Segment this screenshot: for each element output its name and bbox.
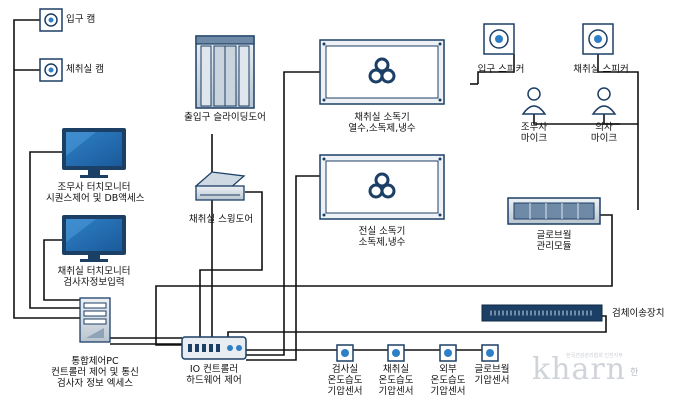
watermark-caption: 한국건강관리협회 인천지부	[566, 353, 623, 359]
sensor-inspection-label-line1: 검사실	[331, 364, 359, 375]
glovewall-module-label-line2: 관리모듈	[536, 241, 572, 252]
front-sterilizer	[319, 154, 445, 220]
io-controller-label-line2: 하드웨어 제어	[186, 375, 242, 386]
sliding-door	[195, 35, 255, 109]
biohazard-icon	[368, 172, 396, 199]
sensor-collection-label-line2: 온도습도	[378, 375, 414, 386]
glovewall-module	[507, 197, 601, 225]
assistant-mic-icon	[521, 87, 547, 115]
assistant-mic-label-line2: 마이크	[520, 133, 548, 144]
collection-speaker	[582, 23, 614, 55]
doctor-mic-label: 의사 마이크	[582, 122, 626, 144]
entrance-speaker-label: 입구 스피커	[477, 64, 525, 75]
sensor-external-label-line1: 외부	[439, 364, 457, 375]
sensor-collection-label-line3: 기압센서	[378, 386, 414, 397]
sensor-external-label-line2: 온도습도	[430, 375, 466, 386]
sliding-door-label: 출입구 슬라이딩도어	[184, 112, 266, 123]
collection-cam	[39, 58, 63, 82]
io-controller-label-line1: IO 컨트롤러	[189, 364, 239, 375]
glovewall-module-label-line1: 글로브월	[536, 230, 572, 241]
collection-monitor	[62, 215, 126, 262]
sensor-external	[439, 344, 457, 362]
sensor-glovewall-label-line1: 글로브월	[474, 364, 510, 375]
collection-sterilizer-label-line1: 채취실 소독기	[354, 112, 410, 123]
main-pc-tower	[79, 297, 111, 343]
doctor-mic-label-line1: 의사	[595, 122, 613, 133]
sensor-glovewall-label-line2: 기압센서	[474, 375, 510, 386]
front-sterilizer-label-line2: 소독제,냉수	[358, 237, 406, 248]
sensor-inspection-label-line3: 기압센서	[327, 386, 363, 397]
collection-monitor-label-line1: 채취실 터치모니터	[57, 266, 131, 277]
biohazard-icon	[368, 57, 396, 84]
entrance-cam	[39, 8, 63, 32]
sensor-external-label: 외부 온도습도 기압센서	[422, 364, 474, 397]
main-pc-label-line1: 통합제어PC	[71, 356, 119, 367]
sensor-collection-label: 채취실 온도습도 기압센서	[370, 364, 422, 397]
reception-monitor-label-line1: 조무사 터치모니터	[57, 182, 131, 193]
sensor-inspection	[336, 344, 354, 362]
main-pc-label: 통합제어PC 컨트롤러 제어 및 통신 검사자 정보 엑세스	[28, 356, 162, 389]
assistant-mic-label: 조무사 마이크	[512, 122, 556, 144]
watermark-logo-suffix: 한	[630, 367, 640, 378]
assistant-mic-label-line1: 조무사	[520, 122, 548, 133]
collection-speaker-label: 채취실 스피커	[573, 64, 629, 75]
front-sterilizer-label: 전실 소독기 소독제,냉수	[326, 226, 438, 248]
collection-cam-label: 체취실 캠	[66, 64, 104, 75]
io-controller	[181, 336, 247, 360]
glovewall-module-label: 글로브월 관리모듈	[518, 230, 590, 252]
collection-sterilizer-label: 채취실 소독기 열수,소독제,냉수	[326, 112, 438, 134]
front-sterilizer-label-line1: 전실 소독기	[358, 226, 406, 237]
sensor-glovewall-label: 글로브월 기압센서	[466, 364, 518, 386]
reception-monitor-label: 조무사 터치모니터 시퀀스제어 및 DB액세스	[46, 182, 145, 204]
doctor-mic-label-line2: 마이크	[590, 133, 618, 144]
sensor-external-label-line3: 기압센서	[430, 386, 466, 397]
sensor-inspection-label: 검사실 온도습도 기압센서	[319, 364, 371, 397]
reception-monitor-label-line2: 시퀀스제어 및 DB액세스	[46, 193, 145, 204]
sensor-collection-label-line1: 채취실	[382, 364, 410, 375]
collection-sterilizer	[319, 39, 445, 105]
sensor-collection	[387, 344, 405, 362]
swing-door	[194, 171, 246, 201]
entrance-speaker	[483, 23, 515, 55]
swing-door-label: 채취실 스윙도어	[188, 214, 254, 225]
main-pc-label-line3: 검사자 정보 엑세스	[57, 378, 133, 389]
sensor-inspection-label-line2: 온도습도	[327, 375, 363, 386]
collection-sterilizer-label-line2: 열수,소독제,냉수	[348, 123, 416, 134]
collection-monitor-label: 채취실 터치모니터 검사자정보입력	[46, 266, 142, 288]
watermark-logo-text: kharn	[532, 352, 627, 387]
specimen-transfer	[481, 304, 603, 322]
reception-monitor	[62, 128, 126, 178]
main-pc-label-line2: 컨트롤러 제어 및 통신	[51, 367, 139, 378]
collection-monitor-label-line2: 검사자정보입력	[63, 277, 125, 288]
doctor-mic-icon	[591, 87, 617, 115]
specimen-transfer-label: 검체이송장치	[612, 308, 665, 319]
io-controller-label: IO 컨트롤러 하드웨어 제어	[174, 364, 254, 386]
sensor-glovewall	[481, 344, 499, 362]
entrance-cam-label: 입구 캠	[66, 14, 96, 25]
